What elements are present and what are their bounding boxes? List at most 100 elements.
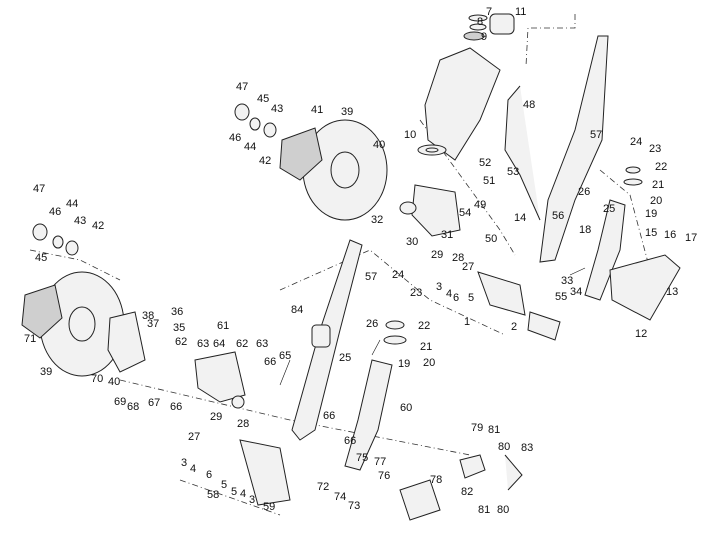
part-number-label: 79 <box>471 422 483 434</box>
link-cover-part <box>399 479 441 521</box>
part-number-label: 46 <box>229 132 241 144</box>
part-number-label: 69 <box>114 396 126 408</box>
part-number-label: 63 <box>197 338 209 350</box>
part-number-label: 84 <box>291 304 303 316</box>
part-number-label: 46 <box>49 206 61 218</box>
part-number-label: 37 <box>147 318 159 330</box>
part-number-label: 21 <box>420 341 432 353</box>
part-number-label: 15 <box>645 227 657 239</box>
part-number-label: 51 <box>483 175 495 187</box>
part-number-label: 65 <box>279 350 291 362</box>
part-number-label: 76 <box>378 470 390 482</box>
part-number-label: 4 <box>190 463 196 475</box>
part-number-label: 29 <box>210 411 222 423</box>
part-number-label: 31 <box>441 229 453 241</box>
part-number-label: 23 <box>410 287 422 299</box>
bolt-part <box>279 359 291 386</box>
parts-drawing <box>21 13 681 521</box>
part-number-label: 26 <box>578 186 590 198</box>
assembly-line-right <box>599 169 651 271</box>
bolt-part <box>371 339 381 356</box>
assembly-line-center <box>279 249 506 336</box>
part-number-label: 30 <box>406 236 418 248</box>
part-number-label: 11 <box>515 6 526 18</box>
speedo-cable-part <box>504 454 523 491</box>
bearing-part <box>234 103 250 121</box>
assembly-line-top <box>525 14 576 67</box>
part-number-label: 20 <box>650 195 662 207</box>
shock-absorber-part <box>344 359 393 471</box>
part-number-label: 22 <box>655 161 667 173</box>
fork-spacer-part <box>311 324 331 348</box>
spring-seat-part <box>383 335 407 345</box>
part-number-label: 6 <box>206 469 212 481</box>
bearing-part <box>263 122 277 138</box>
part-number-label: 64 <box>213 338 225 350</box>
part-number-label: 44 <box>244 141 256 153</box>
part-number-label: 3 <box>436 281 442 293</box>
assembly-line-bottom <box>179 479 281 516</box>
part-number-label: 47 <box>33 183 45 195</box>
part-number-label: 42 <box>259 155 271 167</box>
part-number-label: 25 <box>339 352 351 364</box>
part-number-label: 81 <box>478 504 490 516</box>
part-number-label: 29 <box>431 249 443 261</box>
part-number-label: 23 <box>649 143 661 155</box>
part-number-label: 25 <box>603 203 615 215</box>
part-number-label: 67 <box>148 397 160 409</box>
bolt-part <box>569 267 586 276</box>
part-number-label: 41 <box>311 104 323 116</box>
part-number-label: 66 <box>323 410 335 422</box>
part-number-label: 43 <box>74 215 86 227</box>
spring-seat-part <box>625 166 641 174</box>
fender-part <box>609 254 681 321</box>
part-number-label: 71 <box>24 333 36 345</box>
part-number-label: 70 <box>91 373 103 385</box>
part-number-label: 2 <box>511 321 517 333</box>
part-number-label: 27 <box>462 261 474 273</box>
part-number-label: 49 <box>474 199 486 211</box>
part-number-label: 21 <box>652 179 664 191</box>
part-number-label: 43 <box>271 103 283 115</box>
bushing-part <box>489 13 515 35</box>
part-number-label: 42 <box>92 220 104 232</box>
part-number-label: 7 <box>486 6 492 18</box>
part-number-label: 80 <box>498 441 510 453</box>
part-number-label: 48 <box>523 99 535 111</box>
bearing-part <box>65 240 79 256</box>
part-number-label: 5 <box>221 479 227 491</box>
part-number-label: 75 <box>356 452 368 464</box>
part-number-label: 24 <box>630 136 642 148</box>
part-number-label: 68 <box>127 401 139 413</box>
part-number-label: 26 <box>366 318 378 330</box>
part-number-label: 19 <box>398 358 410 370</box>
bearing-part <box>32 223 48 241</box>
part-number-label: 33 <box>561 275 573 287</box>
part-number-label: 20 <box>423 357 435 369</box>
steering-column-part <box>539 35 609 263</box>
part-number-label: 47 <box>236 81 248 93</box>
part-number-label: 40 <box>108 376 120 388</box>
part-number-label: 81 <box>488 424 500 436</box>
wheel-hub-part <box>21 284 63 339</box>
part-number-label: 6 <box>453 292 459 304</box>
part-number-label: 36 <box>171 306 183 318</box>
part-number-label: 61 <box>217 320 229 332</box>
part-number-label: 54 <box>459 207 471 219</box>
part-number-label: 66 <box>170 401 182 413</box>
part-number-label: 22 <box>418 320 430 332</box>
wheel-hub-part <box>279 127 323 181</box>
part-number-label: 77 <box>374 456 386 468</box>
part-number-label: 39 <box>40 366 52 378</box>
bearing-ring-part <box>469 23 487 31</box>
part-number-label: 58 <box>207 489 219 501</box>
part-number-label: 83 <box>521 442 533 454</box>
part-number-label: 12 <box>635 328 647 340</box>
part-number-label: 62 <box>175 336 187 348</box>
part-number-label: 40 <box>373 139 385 151</box>
part-number-label: 17 <box>685 232 697 244</box>
part-number-label: 53 <box>507 166 519 178</box>
part-number-label: 45 <box>35 252 47 264</box>
part-number-label: 56 <box>552 210 564 222</box>
